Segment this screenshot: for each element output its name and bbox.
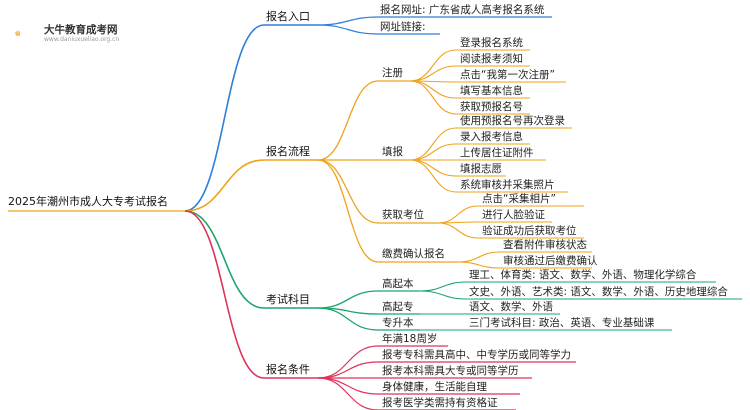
condition-item: 年满18周岁 (382, 333, 438, 345)
connector-root-subjects (184, 210, 265, 309)
connector-fill-item (409, 159, 457, 177)
branch-process: 报名流程 (266, 145, 310, 158)
gqb-item: 文史、外语、艺术类: 语文、数学、外语、历史地理综合 (469, 286, 728, 298)
entry-item: 网址链接: (380, 21, 426, 33)
register-item: 填写基本信息 (460, 85, 523, 97)
connector-fee-item (457, 251, 501, 263)
register-item: 阅读报考须知 (460, 53, 523, 65)
fill-item: 填报志愿 (460, 163, 502, 175)
process-fee: 缴费确认报名 (382, 248, 445, 260)
root-topic: 2025年潮州市成人大专考试报名 (8, 195, 168, 208)
process-register: 注册 (382, 67, 403, 79)
connector-ticket-item (437, 222, 479, 239)
connector-entry-item (317, 24, 379, 35)
logo-icon (15, 30, 20, 36)
fill-item: 录入报考信息 (460, 131, 523, 143)
condition-item: 报考本科需具大专或同等学历 (382, 365, 519, 377)
ticket-item: 点击“采集相片” (482, 193, 556, 205)
register-item: 获取预报名号 (460, 101, 523, 113)
connector-register-item (409, 65, 457, 82)
entry-item: 报名网址: 广东省成人高考报名系统 (380, 4, 545, 16)
subjects-gqb: 高起本 (382, 278, 414, 290)
connector-process-fee (317, 159, 379, 263)
connector-condition-item (317, 377, 379, 410)
process-ticket: 获取考位 (382, 209, 424, 221)
fill-item: 使用预报名号再次登录 (460, 115, 565, 127)
logo-name: 大牛教育成考网 (44, 24, 118, 36)
ticket-item: 验证成功后获取考位 (482, 225, 577, 237)
connector-fill-item (409, 143, 457, 161)
connector-root-entry (184, 24, 265, 212)
connector-gqb-item (419, 281, 467, 292)
branch-subjects: 考试科目 (266, 293, 310, 306)
register-item: 点击“我第一次注册” (460, 69, 555, 81)
connector-subjects-gqb (317, 290, 379, 309)
fill-item: 上传居住证附件 (460, 147, 534, 159)
connector-entry-item (317, 16, 379, 26)
branch-entry: 报名入口 (266, 10, 310, 23)
connector-fill-item (409, 159, 457, 193)
logo-url: www.daniuxueliao.org.cn (44, 36, 120, 43)
connector-ticket-item (437, 205, 479, 224)
subjects-gqz: 高起专 (382, 301, 414, 313)
process-fill: 填报 (382, 146, 403, 158)
subjects-zsb: 专升本 (382, 317, 414, 329)
ticket-item: 进行人脸验证 (482, 209, 545, 221)
connector-register-item (409, 80, 457, 115)
fee-item: 查看附件审核状态 (503, 239, 587, 251)
condition-item: 报考专科需具高中、中专学历或同等学力 (382, 349, 571, 361)
gqz-item: 语文、数学、外语 (469, 301, 553, 313)
connector-subjects-zsb (317, 307, 379, 331)
zsb-item: 三门考试科目: 政治、英语、专业基础课 (469, 317, 655, 329)
connector-root-conditions (184, 210, 265, 379)
condition-item: 报考医学类需持有资格证 (382, 397, 498, 409)
connector-fill-item (409, 127, 457, 161)
gqb-item: 理工、体育类: 语文、数学、外语、物理化学综合 (469, 269, 697, 281)
connector-root-process (184, 159, 265, 212)
connector-process-ticket (317, 159, 379, 224)
fill-item: 系统审核并采集照片 (460, 179, 555, 191)
connector-register-item (409, 49, 457, 82)
register-item: 登录报名系统 (460, 37, 523, 49)
connector-condition-item (317, 361, 379, 379)
connector-register-item (409, 80, 457, 99)
connector-fee-item (457, 261, 501, 269)
connector-process-register (317, 80, 379, 161)
connector-gqb-item (419, 290, 467, 300)
connector-condition-item (317, 377, 379, 395)
condition-item: 身体健康，生活能自理 (382, 381, 487, 393)
branch-conditions: 报名条件 (266, 363, 310, 376)
fee-item: 审核通过后缴费确认 (503, 255, 598, 267)
